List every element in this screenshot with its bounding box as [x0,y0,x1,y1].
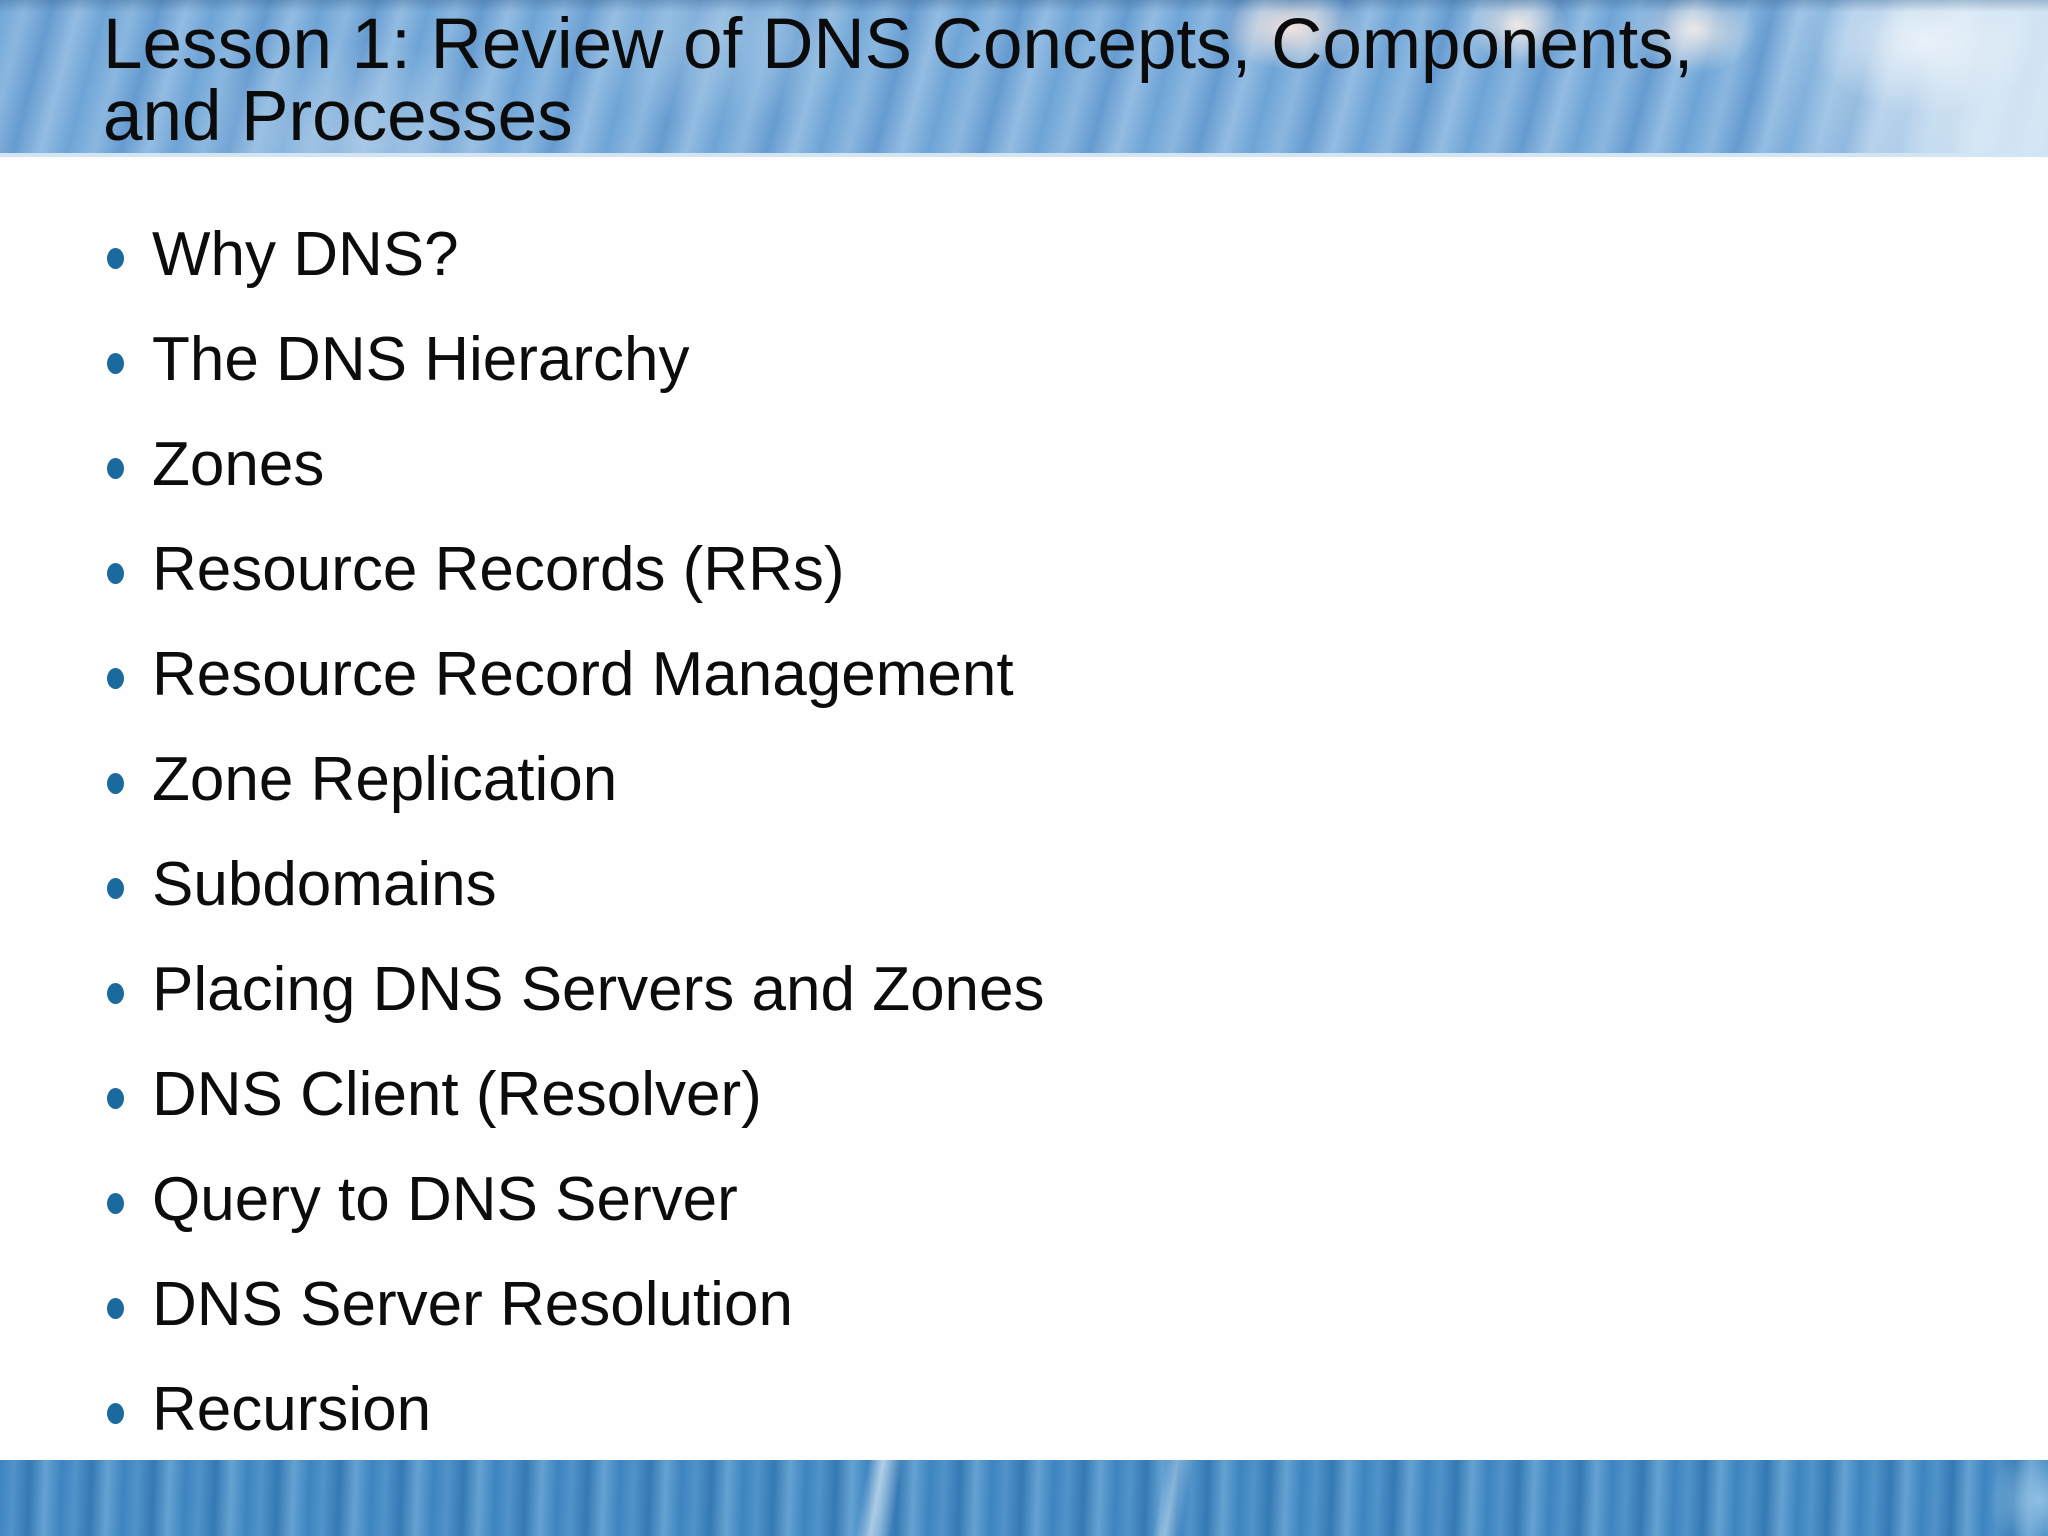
slide-title-line-2: and Processes [103,77,573,156]
bullet-item: Recursion [105,1375,1045,1445]
bullet-dot-icon [107,352,124,374]
bullet-item: Placing DNS Servers and Zones [105,955,1045,1025]
bullet-dot-icon [107,877,124,899]
bullet-dot-icon [107,772,124,794]
bullet-text: The DNS Hierarchy [152,325,690,394]
bullet-text: Placing DNS Servers and Zones [152,955,1045,1024]
slide-header: Lesson 1: Review of DNS Concepts, Compon… [0,0,2048,157]
bullet-text: Resource Records (RRs) [152,535,845,604]
bullet-text: DNS Client (Resolver) [152,1060,762,1129]
bullet-text: Query to DNS Server [152,1165,738,1234]
bullet-text: DNS Server Resolution [152,1270,793,1339]
slide-footer [0,1460,2048,1536]
bullet-item: Subdomains [105,850,1045,920]
bullet-item: Resource Record Management [105,640,1045,710]
bullet-dot-icon [107,1402,124,1424]
bullet-dot-icon [107,1297,124,1319]
bullet-item: DNS Client (Resolver) [105,1060,1045,1130]
bullet-dot-icon [107,562,124,584]
bullet-dot-icon [107,247,124,269]
bullet-text: Zones [152,430,325,499]
bullet-dot-icon [107,982,124,1004]
bullet-dot-icon [107,667,124,689]
bullet-dot-icon [107,457,124,479]
bullet-dot-icon [107,1087,124,1109]
bullet-item: The DNS Hierarchy [105,325,1045,395]
bullet-item: Query to DNS Server [105,1165,1045,1235]
bullet-text: Why DNS? [152,220,459,289]
bullet-text: Zone Replication [152,745,618,814]
slide-title-line-1: Lesson 1: Review of DNS Concepts, Compon… [103,5,1694,84]
bullet-text: Recursion [152,1375,432,1444]
bullet-text: Subdomains [152,850,497,919]
bullet-item: DNS Server Resolution [105,1270,1045,1340]
bullet-item: Zone Replication [105,745,1045,815]
bullet-text: Resource Record Management [152,640,1014,709]
bullet-item: Why DNS? [105,220,1045,290]
bullet-dot-icon [107,1192,124,1214]
slide-title: Lesson 1: Review of DNS Concepts, Compon… [103,0,2048,153]
bullet-item: Zones [105,430,1045,500]
bullet-item: Resource Records (RRs) [105,535,1045,605]
